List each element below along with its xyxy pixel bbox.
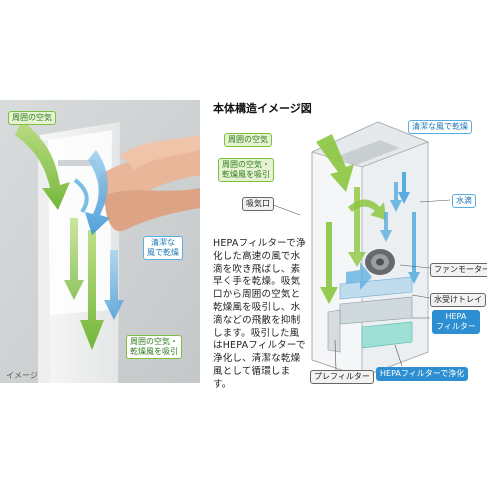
diagram-label-intake-line1: 周囲の空気・ bbox=[222, 160, 270, 169]
diagram-label-clean-air: 清潔な風で乾燥 bbox=[408, 120, 472, 134]
diagram-description: HEPAフィルターで浄化した高速の風で水滴を吹き飛ばし、素早く手を乾燥。吸気口か… bbox=[213, 238, 306, 390]
photo-label-clean-air: 清潔な 風で乾燥 bbox=[143, 236, 183, 260]
diagram-label-hepa-line1: HEPA bbox=[445, 312, 467, 321]
product-photo bbox=[0, 100, 200, 383]
diagram-label-water-tray: 水受けトレイ bbox=[430, 293, 486, 307]
photo-label-ambient-air: 周囲の空気 bbox=[8, 111, 56, 125]
diagram-label-prefilter: プレフィルター bbox=[310, 370, 374, 384]
diagram-label-hepa: HEPA フィルター bbox=[432, 310, 480, 334]
structure-illustration bbox=[310, 121, 430, 378]
diagram-label-intake: 周囲の空気・ 乾燥風を吸引 bbox=[218, 158, 274, 182]
diagram-label-hepa-purify: HEPAフィルターで浄化 bbox=[376, 367, 469, 381]
diagram-label-intake-line2: 乾燥風を吸引 bbox=[222, 170, 270, 179]
diagram-label-ambient-air: 周囲の空気 bbox=[224, 133, 272, 147]
structure-diagram bbox=[300, 112, 440, 382]
photo-label-exhaust: 周囲の空気・ 乾燥風を吸引 bbox=[126, 335, 182, 359]
photo-illustration bbox=[0, 100, 200, 383]
photo-caption: イメージ bbox=[6, 371, 38, 380]
diagram-heading: 本体構造イメージ図 bbox=[213, 102, 312, 115]
photo-label-clean-air-line1: 清潔な bbox=[151, 238, 175, 247]
photo-label-clean-air-line2: 風で乾燥 bbox=[147, 248, 179, 257]
diagram-label-hepa-line2: フィルター bbox=[436, 322, 476, 331]
diagram-label-water-drop: 水滴 bbox=[452, 194, 476, 208]
photo-label-exhaust-line1: 周囲の空気・ bbox=[130, 337, 178, 346]
diagram-label-fan-motor: ファンモーター bbox=[430, 263, 487, 277]
diagram-label-intake-port: 吸気口 bbox=[242, 197, 274, 211]
photo-label-exhaust-line2: 乾燥風を吸引 bbox=[130, 347, 178, 356]
